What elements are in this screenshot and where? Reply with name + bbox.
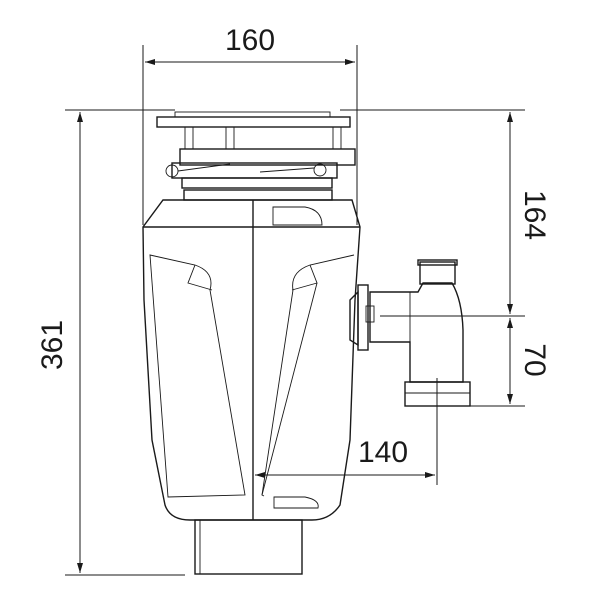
dimension-top-to-outlet: 164 [518, 190, 551, 240]
dimension-lines [65, 45, 525, 576]
dimension-outlet-offset: 70 [518, 343, 551, 376]
bottom-outlet [194, 519, 303, 575]
discharge-elbow [349, 259, 471, 407]
dimension-total-height: 361 [36, 320, 69, 370]
mounting-assembly [156, 111, 356, 201]
disposer-body [142, 199, 361, 521]
dimension-width-top: 160 [225, 24, 275, 57]
dimension-center-to-outlet: 140 [358, 436, 408, 469]
